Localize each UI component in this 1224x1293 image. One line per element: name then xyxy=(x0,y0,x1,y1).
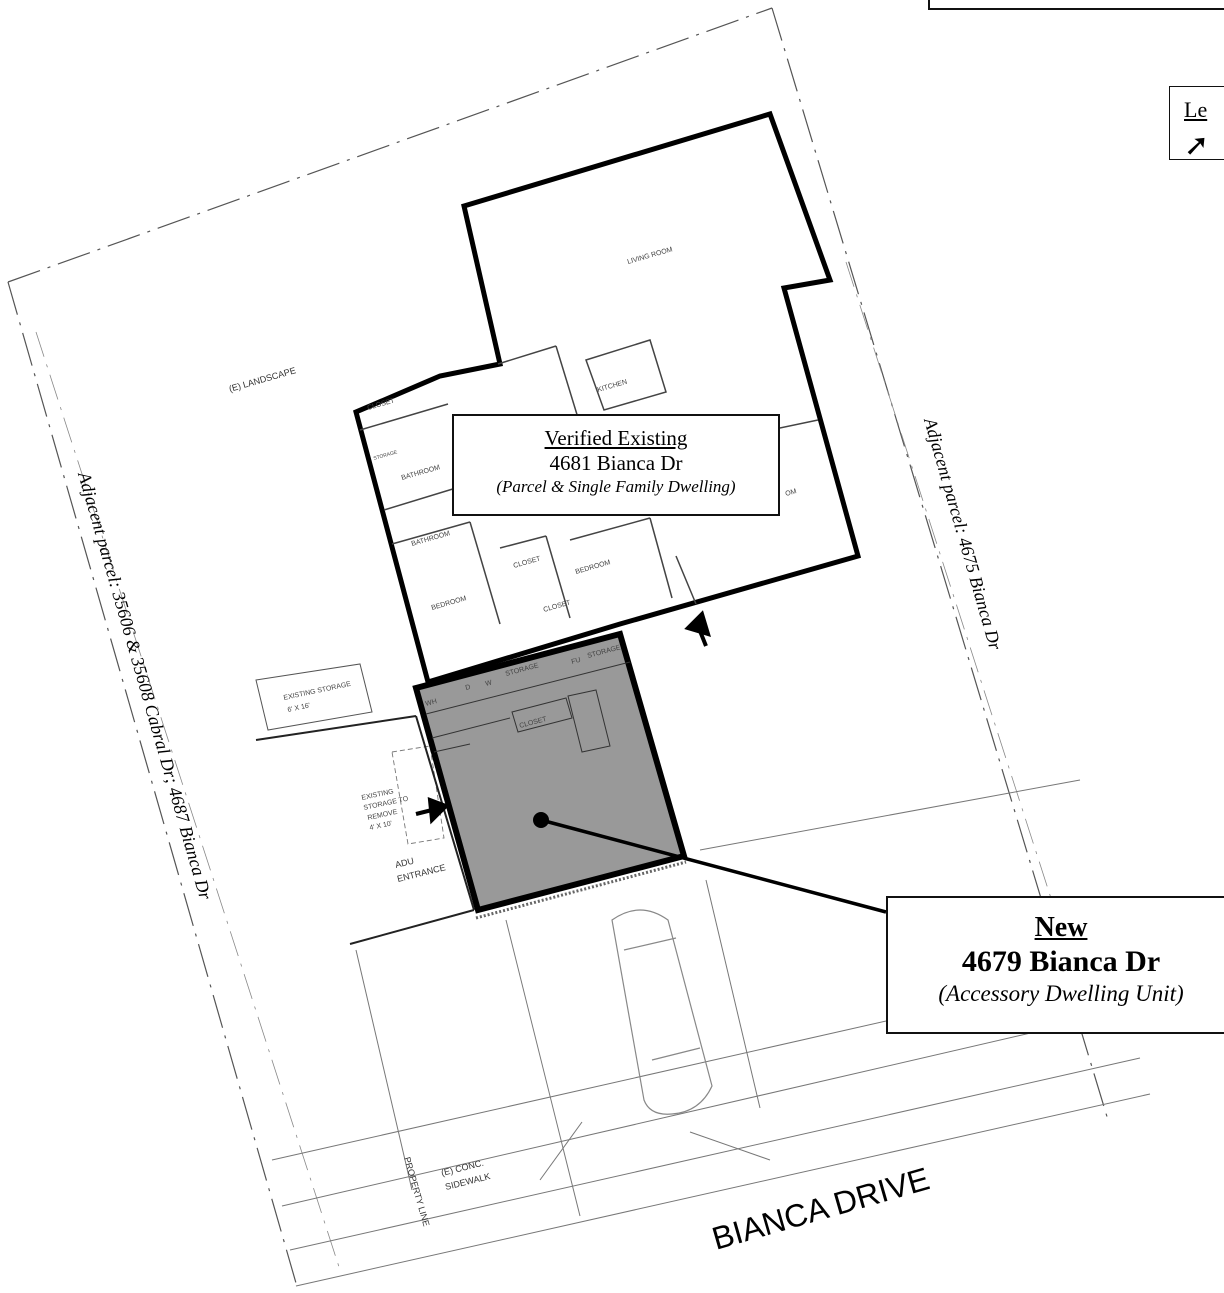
existing-callout-address: 4681 Bianca Dr xyxy=(549,451,683,475)
closet2-label: CLOSET xyxy=(513,555,543,570)
storage-to-remove xyxy=(391,745,445,845)
adu-footprint xyxy=(412,630,688,914)
adjacent-parcel-right-label: Adjacent parcel: 4675 Bianca Dr xyxy=(920,415,1006,653)
property-line-label: PROPERTY LINE xyxy=(402,1156,431,1228)
existing-callout-heading: Verified Existing xyxy=(544,426,688,450)
existing-storage-label: EXISTING STORAGE xyxy=(283,681,352,702)
bedroom-label: BEDROOM xyxy=(431,595,468,612)
title-block-edge xyxy=(928,0,1224,10)
entry-arrow-icon xyxy=(684,610,711,647)
bathroom-label: BATHROOM xyxy=(401,464,441,482)
existing-storage-shed xyxy=(255,663,373,731)
legend-box: Le ➚ xyxy=(1169,86,1224,163)
yard-walls xyxy=(255,715,475,945)
room-label: OM xyxy=(785,488,798,498)
new-callout-address: 4679 Bianca Dr xyxy=(961,945,1161,978)
adu-wh-label: WH xyxy=(425,698,438,708)
new-callout-heading: New xyxy=(1034,912,1088,943)
existing-dwelling-callout: Verified Existing 4681 Bianca Dr (Parcel… xyxy=(452,414,780,516)
living-room-label: LIVING ROOM xyxy=(627,246,674,266)
new-adu-callout: New 4679 Bianca Dr (Accessory Dwelling U… xyxy=(886,896,1224,1034)
interior-walls xyxy=(359,339,819,625)
adu-entry-arrow-icon xyxy=(415,796,450,825)
car-outline xyxy=(611,909,713,1115)
adu-interior xyxy=(425,661,631,753)
setback-lines xyxy=(35,261,1059,1271)
kitchen-label: KITCHEN xyxy=(597,379,628,394)
adu-w-label: W xyxy=(485,679,494,688)
existing-callout-description: (Parcel & Single Family Dwelling) xyxy=(496,477,736,496)
existing-storage-size: 6' X 16' xyxy=(287,702,311,714)
street-name-label: BIANCA DRIVE xyxy=(708,1160,933,1256)
adu-hatch-edge xyxy=(475,860,687,920)
adu-d-label: D xyxy=(465,684,472,692)
storage-remove-label-4: 4' X 10' xyxy=(369,820,393,832)
adu-entrance-label-1: ADU xyxy=(394,856,415,870)
new-callout-description: (Accessory Dwelling Unit) xyxy=(938,981,1184,1006)
landscape-label: (E) LANDSCAPE xyxy=(228,365,297,394)
adjacent-parcel-left-label: Adjacent parcel: 35606 & 35608 Cabral Dr… xyxy=(74,469,216,903)
storage-label: STORAGE xyxy=(373,449,399,462)
bedroom2-label: BEDROOM xyxy=(575,559,612,576)
legend-title: Le xyxy=(1184,97,1208,122)
adu-fu-label: FU xyxy=(571,657,582,666)
adu-callout-leader xyxy=(533,812,887,914)
storage-remove-label-3: REMOVE xyxy=(367,809,398,822)
main-house-outline xyxy=(353,110,862,686)
arrow-up-right-icon: ➚ xyxy=(1184,128,1210,163)
